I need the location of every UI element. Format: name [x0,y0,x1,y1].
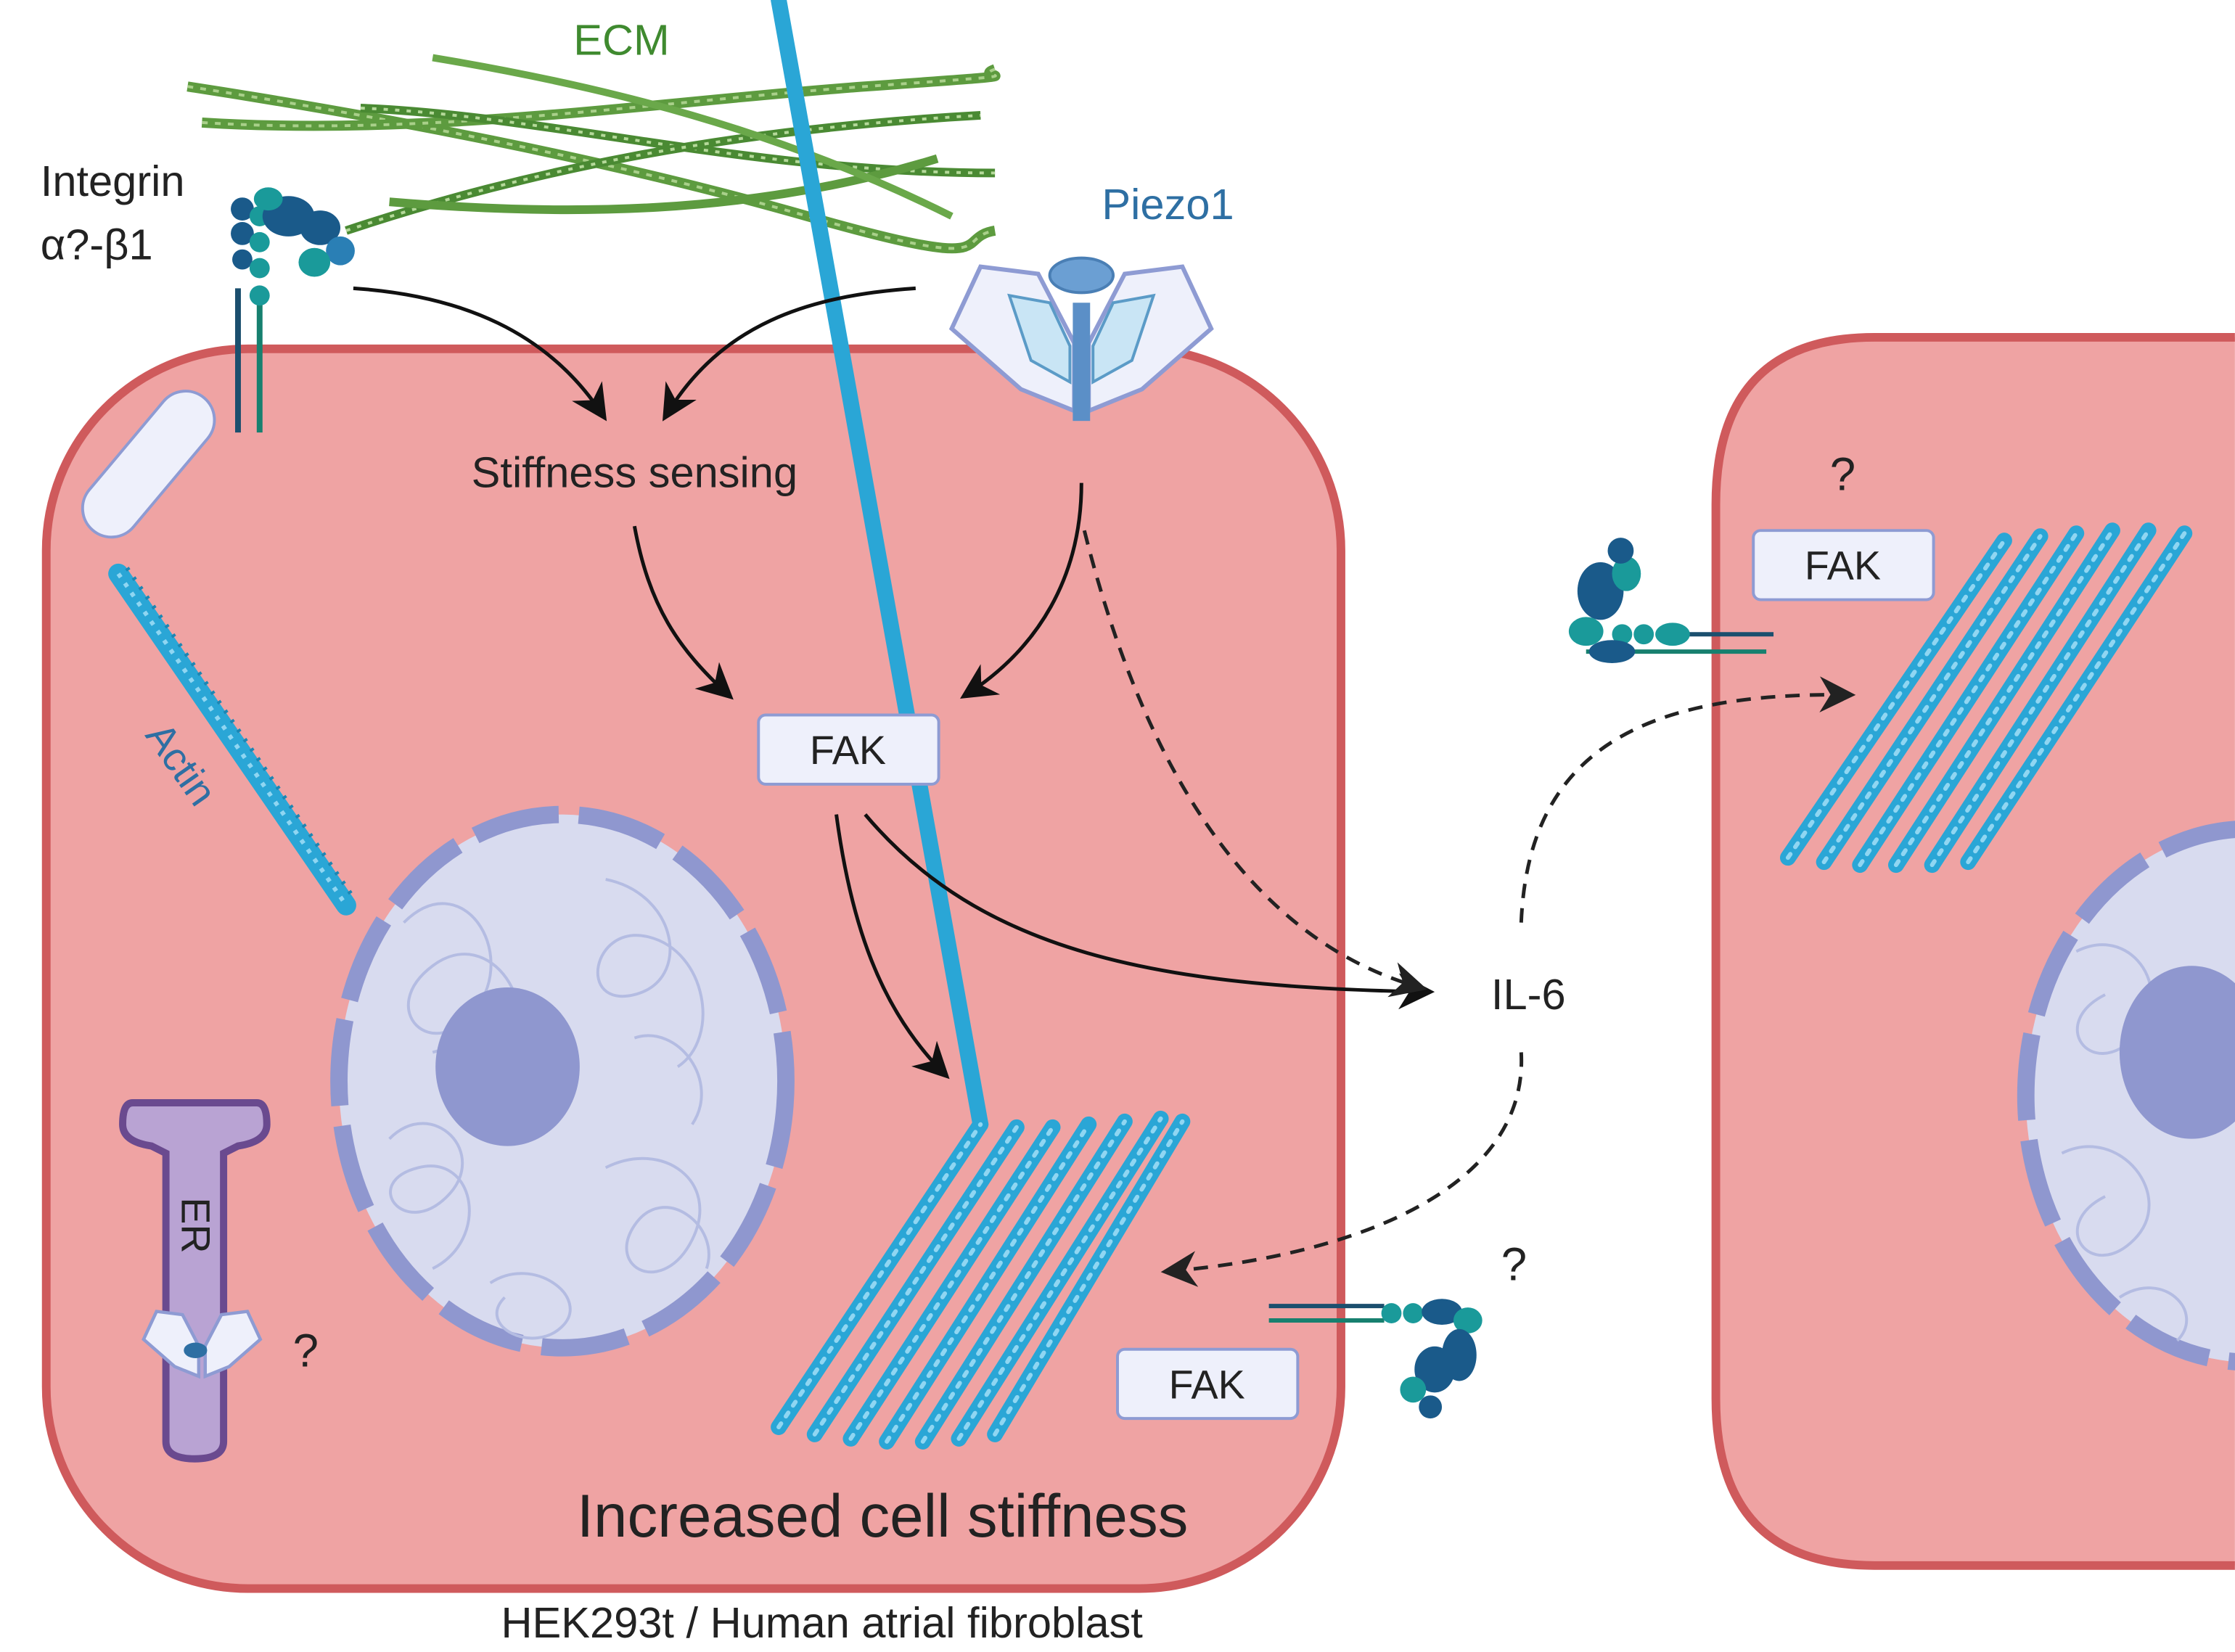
arrow-piezo-to-fak [960,482,1083,699]
cell-type-caption: HEK293t / Human atrial fibroblast [501,1598,1143,1647]
actin-stress-fibers-neighbor [1779,522,2193,874]
dashed-arrow-il6-to-main [1160,1052,1523,1287]
ecm-label: ECM [573,16,669,65]
arrows [353,286,1435,1080]
arrow-fak-to-il6 [864,813,1435,1010]
actin-stress-fibers-main [771,0,1191,1450]
il6-label: IL-6 [1491,970,1566,1019]
fak-right-label: FAK [1805,543,1881,588]
fak-bottom-label: FAK [1169,1362,1245,1407]
integrin-receptor [81,187,355,539]
fak-right-box: FAK [1752,529,1935,601]
il6-receptor-right [1568,538,1774,663]
dashed-arrows [1082,530,1856,1287]
dashed-arrow-il6-to-neighbor [1519,676,1856,923]
fak-bottom-box: FAK [1116,1347,1300,1421]
piezo1-label: Piezo1 [1102,180,1234,229]
dashed-arrow-piezo-to-il6 [1082,530,1427,998]
integrin-label-line2: α?-β1 [41,221,153,269]
arrow-sensing-to-fak [632,525,734,700]
increased-stiffness-label: Increased cell stiffness [577,1482,1189,1550]
endoplasmic-reticulum [119,1099,271,1463]
il6-receptor-bottom [1268,1299,1483,1419]
arrow-piezo-to-sensing [662,286,916,422]
fak-main-label: FAK [810,728,886,773]
fak-main-box: FAK [757,713,940,786]
nucleus-neighbor [2017,821,2235,1370]
actin-filament-left [108,563,357,916]
integrin-label-line1: Integrin [41,157,185,205]
er-label: ER [173,1197,218,1253]
question-er: ? [293,1326,319,1377]
nucleus-main [330,805,795,1357]
stiffness-sensing-label: Stiffness sensing [472,448,797,497]
question-bottom: ? [1501,1238,1527,1290]
ecm-fibers [186,54,1001,254]
question-right: ? [1830,449,1855,501]
arrow-integrin-to-sensing [353,286,607,422]
arrow-fak-to-actin [834,814,950,1080]
piezo1-channel [948,256,1214,422]
